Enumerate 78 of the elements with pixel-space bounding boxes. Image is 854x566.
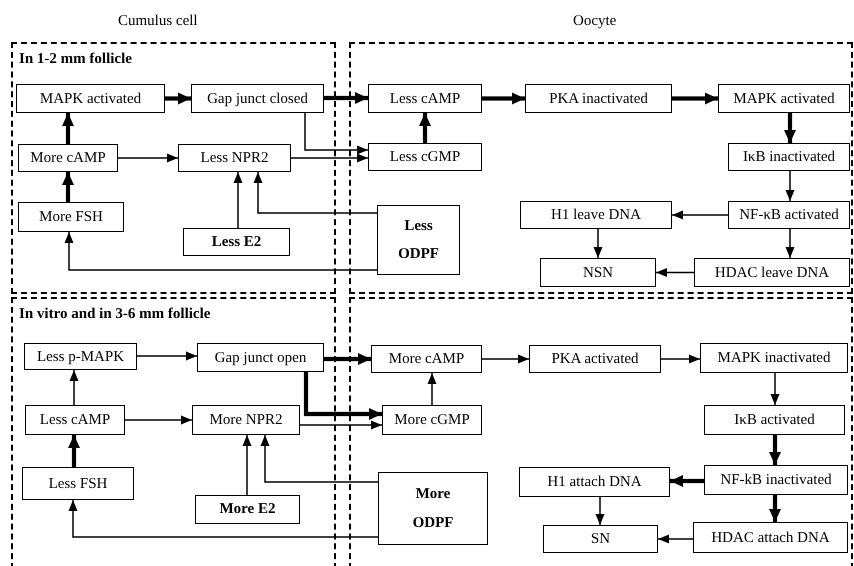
process-box: NF-kB inactivated — [704, 465, 848, 495]
arrow — [769, 435, 781, 465]
column-label: Cumulus cell — [118, 13, 198, 30]
arrow — [770, 373, 780, 405]
process-box: MAPK inactivated — [700, 343, 848, 373]
process-box: IκB inactivated — [728, 143, 850, 171]
arrow — [672, 92, 718, 104]
arrow — [304, 113, 368, 154]
process-box: HDAC leave DNA — [694, 258, 850, 287]
arrow — [786, 229, 794, 258]
process-box: PKA activated — [529, 345, 661, 373]
region-heading: In vitro and in 3-6 mm follicle — [19, 306, 210, 323]
process-box: SN — [543, 525, 658, 553]
arrow — [672, 210, 728, 220]
process-box: Less cGMP — [368, 143, 482, 171]
arrow — [419, 113, 431, 143]
arrow — [234, 172, 242, 228]
arrow — [137, 352, 197, 360]
process-box: Less E2 — [183, 228, 290, 256]
arrow — [291, 154, 368, 162]
arrow — [68, 435, 80, 467]
column-label: Oocyte — [573, 13, 616, 30]
process-box: More cAMP — [371, 345, 482, 373]
process-box: Less cAMP — [368, 84, 482, 113]
process-box: H1 attach DNA — [519, 467, 670, 497]
dashed-region — [11, 297, 336, 566]
process-box: IκB activated — [704, 405, 845, 435]
arrow — [68, 500, 378, 538]
arrow — [656, 268, 694, 277]
arrow — [658, 534, 693, 544]
arrow — [165, 92, 191, 104]
process-box: Gap junct closed — [191, 84, 324, 113]
process-box: Less NPR2 — [178, 144, 291, 172]
process-box: HDAC attach DNA — [693, 522, 848, 553]
arrow — [125, 416, 192, 424]
arrow — [769, 495, 781, 522]
process-box: PKA inactivated — [525, 84, 672, 113]
arrow — [324, 92, 368, 104]
process-box: Less cAMP — [25, 405, 125, 435]
arrow — [482, 92, 525, 104]
arrow — [64, 232, 377, 271]
dashed-region — [11, 42, 336, 294]
arrow — [242, 435, 252, 495]
arrow — [118, 154, 178, 162]
arrow — [260, 435, 378, 483]
process-box: NSN — [540, 258, 656, 287]
arrow — [254, 172, 377, 214]
process-box: More FSH — [18, 202, 124, 232]
arrow — [482, 354, 529, 364]
arrow — [661, 354, 700, 364]
process-box: More NPR2 — [192, 405, 300, 435]
arrow — [62, 172, 74, 202]
dashed-region — [349, 297, 853, 566]
arrow — [786, 171, 794, 201]
process-box: MAPK activated — [718, 84, 850, 113]
process-box: MAPK activated — [16, 84, 165, 113]
arrow — [304, 372, 382, 420]
arrow — [324, 353, 371, 365]
process-box: More cGMP — [382, 405, 482, 435]
arrow — [62, 113, 74, 144]
arrow — [70, 370, 78, 405]
process-box: Less ODPF — [377, 205, 460, 275]
process-box: More ODPF — [378, 472, 488, 545]
arrow — [594, 229, 602, 258]
process-box: Less FSH — [22, 467, 134, 500]
region-heading: In 1-2 mm follicle — [19, 51, 132, 68]
arrow — [784, 113, 796, 143]
process-box: More cAMP — [18, 144, 118, 172]
arrow — [596, 497, 604, 525]
process-box: Gap junct open — [197, 343, 324, 372]
arrow — [428, 373, 436, 405]
process-box: NF-κB activated — [728, 201, 850, 229]
arrow — [300, 420, 382, 430]
arrow — [670, 475, 704, 487]
process-box: H1 leave DNA — [520, 201, 672, 229]
dashed-region — [349, 42, 853, 294]
process-box: Less p-MAPK — [24, 343, 137, 370]
process-box: More E2 — [195, 495, 300, 524]
